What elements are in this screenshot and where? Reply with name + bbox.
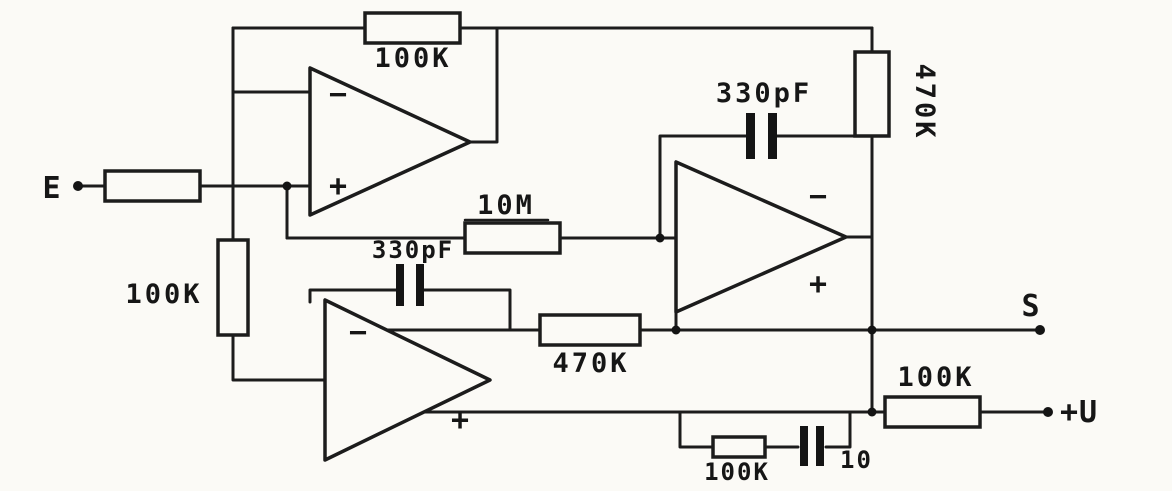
opamp-3 (323, 298, 492, 462)
capacitor-330pf-right-plate (768, 113, 777, 159)
capacitor-10-plate (816, 426, 824, 466)
opamp1-noninverting-label: + (329, 169, 347, 204)
terminal-s-dot (1035, 325, 1045, 335)
label-100k-supply: 100K (897, 362, 974, 393)
label-10m: 10M (477, 190, 535, 221)
label-330pf-left: 330pF (372, 236, 454, 264)
label-470k-mid: 470K (552, 348, 629, 379)
label-470k-right: 470K (909, 63, 940, 140)
wire-cap-left-feedback (308, 288, 512, 332)
label-10-cap: 10 (840, 446, 873, 474)
capacitor-330pf-left-plate (416, 264, 424, 306)
junction-dots (73, 181, 1053, 417)
resistor-100k-left (216, 238, 250, 337)
opamps (308, 66, 848, 462)
terminal-u-label: +U (1060, 395, 1098, 430)
resistor-feedback-top (363, 11, 462, 45)
resistor-100k-supply (883, 395, 982, 429)
junction-dot (655, 233, 665, 243)
terminal-labels: E S +U (42, 171, 1098, 430)
opamp3-noninverting-label: + (451, 403, 469, 438)
label-100k-left: 100K (125, 279, 202, 310)
junction-dot (282, 181, 292, 191)
opamp2-inverting-label: − (809, 179, 827, 214)
opamp-pin-labels: − + − + − + (329, 77, 827, 438)
opamp1-inverting-label: − (329, 77, 347, 112)
opamp3-inverting-label: − (349, 315, 367, 350)
resistor-470k-mid (538, 313, 642, 347)
wire-cap-top-feedback (658, 134, 874, 240)
terminal-e-label: E (42, 171, 61, 206)
terminal-s-label: S (1021, 289, 1040, 324)
resistor-100k-bottom (711, 435, 767, 459)
label-100k-bottom: 100K (704, 458, 770, 486)
terminal-u-dot (1043, 407, 1053, 417)
junction-dot (867, 407, 877, 417)
capacitor-330pf-right-plate (746, 113, 755, 159)
terminal-e-dot (73, 181, 83, 191)
component-labels: 100K 470K 330pF 10M 330pF 100K 470K 100K… (125, 43, 974, 486)
resistor-470k-right (853, 50, 891, 138)
capacitor-10-plate (800, 426, 808, 466)
opamp-1 (308, 66, 472, 217)
opamp2-noninverting-label: + (809, 267, 827, 302)
resistor-10m (463, 221, 562, 255)
capacitors (396, 113, 824, 466)
junction-dot (671, 325, 681, 335)
capacitor-330pf-left-plate (396, 264, 404, 306)
label-330pf-right: 330pF (716, 78, 812, 109)
opamp-2 (674, 160, 848, 314)
junction-dot (867, 325, 877, 335)
wire-opamp1-output (468, 26, 499, 144)
resistor-input-unlabeled (103, 169, 202, 203)
label-100k-top: 100K (374, 43, 451, 74)
resistors (103, 11, 982, 459)
wire-left-rail-lower (231, 184, 327, 382)
wire-bottom-rc-loop (678, 410, 852, 449)
